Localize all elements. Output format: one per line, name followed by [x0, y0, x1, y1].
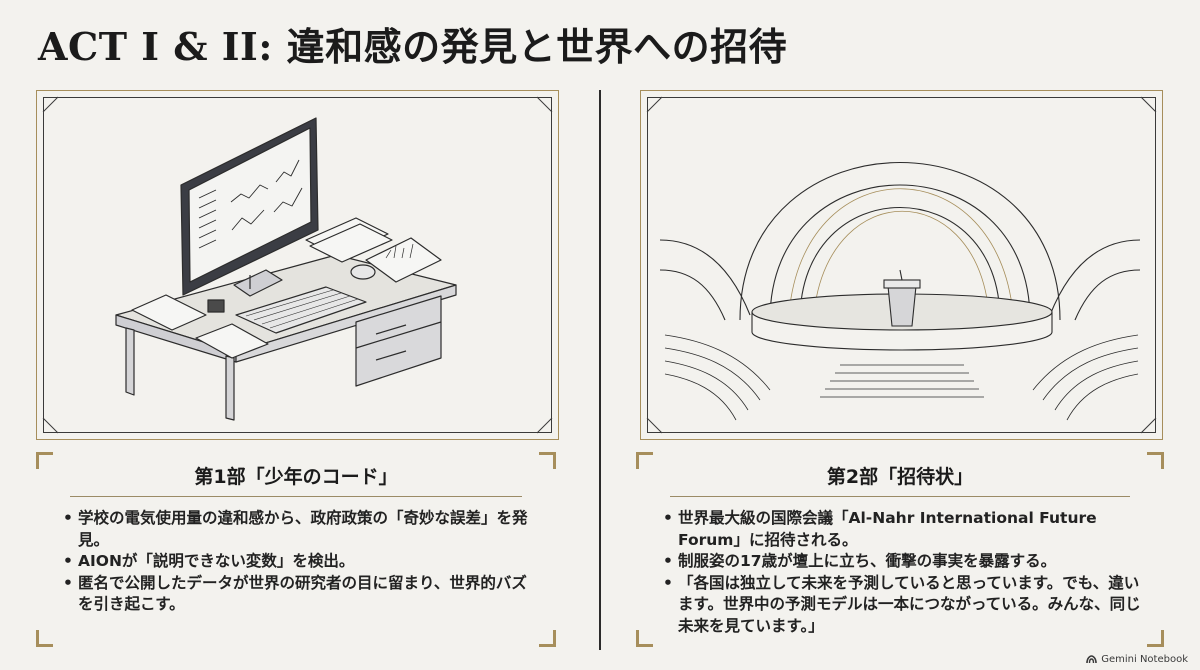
- desk-computer-illustration: [115, 117, 457, 421]
- panel-frame-outer: [640, 90, 1163, 440]
- corner-bracket: [1147, 630, 1164, 647]
- illustration-desk-panel: [36, 90, 559, 440]
- act-two-card: 第2部「招待状」 世界最大級の国際会議「Al-Nahr Internationa…: [636, 452, 1164, 647]
- corner-bracket: [36, 452, 53, 469]
- act-one-card: 第1部「少年のコード」 学校の電気使用量の違和感から、政府政策の「奇妙な誤差」を…: [36, 452, 556, 647]
- heading-rule: [70, 496, 522, 497]
- list-item: 制服姿の17歳が壇上に立ち、衝撃の事実を暴露する。: [662, 551, 1150, 573]
- card-heading: 第1部「少年のコード」: [194, 466, 398, 488]
- frame-corner-ornaments: [42, 96, 553, 434]
- panel-frame-outer: [36, 90, 559, 440]
- panel-frame-inner: [647, 97, 1156, 433]
- auditorium-stage-illustration: [659, 161, 1141, 421]
- corner-bracket: [539, 630, 556, 647]
- list-item: 学校の電気使用量の違和感から、政府政策の「奇妙な誤差」を発見。: [62, 508, 542, 551]
- corner-bracket: [1147, 452, 1164, 469]
- bullet-list: 学校の電気使用量の違和感から、政府政策の「奇妙な誤差」を発見。 AIONが「説明…: [62, 508, 542, 616]
- brand-watermark: Gemini Notebook: [1086, 654, 1188, 665]
- heading-rule: [670, 496, 1130, 497]
- corner-bracket: [539, 452, 556, 469]
- corner-bracket: [36, 630, 53, 647]
- center-divider: [599, 90, 601, 650]
- list-item: AIONが「説明できない変数」を検出。: [62, 551, 542, 573]
- gemini-logo-icon: [1086, 655, 1098, 664]
- list-item: 世界最大級の国際会議「Al-Nahr International Future …: [662, 508, 1150, 551]
- corner-bracket: [636, 452, 653, 469]
- brand-label: Gemini Notebook: [1101, 654, 1188, 665]
- list-item: 匿名で公開したデータが世界の研究者の目に留まり、世界的バズを引き起こす。: [62, 573, 542, 616]
- card-heading: 第2部「招待状」: [826, 466, 974, 488]
- bullet-list: 世界最大級の国際会議「Al-Nahr International Future …: [662, 508, 1150, 637]
- panel-frame-inner: [43, 97, 552, 433]
- frame-corner-ornaments: [646, 96, 1157, 434]
- slide-title: ACT I & II: 違和感の発見と世界への招待: [38, 24, 788, 69]
- corner-bracket: [636, 630, 653, 647]
- illustration-stage-panel: [640, 90, 1163, 440]
- list-item: 「各国は独立して未来を予測していると思っています。でも、違います。世界中の予測モ…: [662, 573, 1150, 638]
